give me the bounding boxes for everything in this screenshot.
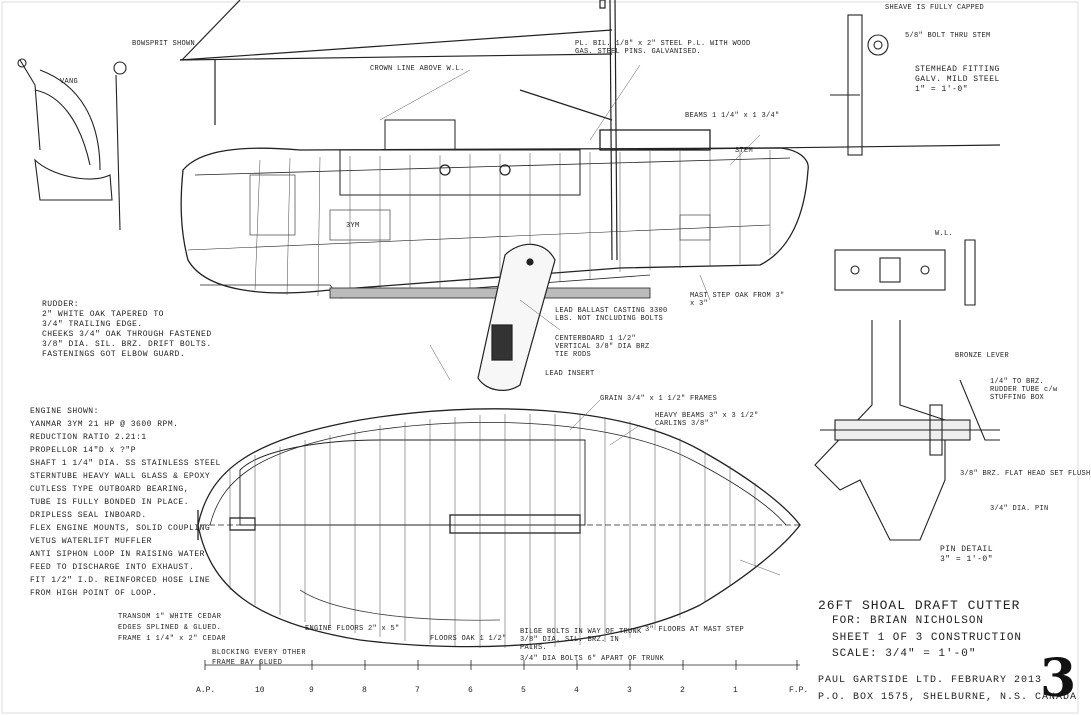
station-label: 4 [574, 686, 579, 695]
label-heavy-beams: HEAVY BEAMS 3" x 3 1/2" CARLINS 3/8" [655, 412, 759, 428]
stemhead-material: GALV. MILD STEEL [915, 75, 1000, 84]
exhaust-note-line: FIT 1/2" I.D. REINFORCED HOSE LINE [30, 576, 211, 585]
engine-note-line: STERNTUBE HEAVY WALL GLASS & EPOXY [30, 472, 211, 481]
mast-and-rig [179, 0, 1001, 261]
rudder-profile [17, 58, 127, 231]
station-label: 1 [733, 686, 738, 695]
engine-note-line: FLEX ENGINE MOUNTS, SOLID COUPLING [30, 524, 211, 533]
label-frames: GRAIN 3/4" x 1 1/2" FRAMES [600, 395, 718, 403]
rudder-note-line: CHEEKS 3/4" OAK THROUGH FASTENED [42, 330, 212, 339]
station-label: 5 [521, 686, 526, 695]
blocking-notes: BLOCKING EVERY OTHER FRAME BAY GLUED [212, 648, 306, 668]
label-floors-mast: 3" FLOORS AT MAST STEP [645, 626, 745, 634]
engine-note-line: TUBE IS FULLY BONDED IN PLACE. [30, 498, 190, 507]
label-steel-plate: PL. BIL. 1/8" x 2" STEEL P.L. WITH WOOD … [575, 40, 751, 56]
label-bronze-lever: BRONZE LEVER [955, 352, 1010, 360]
label-stuffing-box: 1/4" TO BRZ. RUDDER TUBE c/w STUFFING BO… [990, 378, 1058, 402]
label-engine: 3YM [346, 222, 360, 230]
plan-view-hull [197, 408, 801, 648]
designer-firm: PAUL GARTSIDE LTD. FEBRUARY 2013 [818, 675, 1043, 686]
label-deck-beams: BEAMS 1 1/4" x 1 3/4" [685, 112, 780, 120]
engine-note-line: DRIPLESS SEAL INBOARD. [30, 511, 147, 520]
rudder-note-line: 3/4" TRAILING EDGE. [42, 320, 143, 329]
sheet-description: SHEET 1 OF 3 CONSTRUCTION [832, 632, 1023, 644]
label-bolt-note: 3/8" BRZ. FLAT HEAD SET FLUSH [960, 470, 1091, 478]
station-label: 6 [468, 686, 473, 695]
plan-view-frames [229, 414, 756, 648]
centerboard [477, 243, 556, 391]
engine-note-line: CUTLESS TYPE OUTBOARD BEARING, [30, 485, 190, 494]
transom-note-line: FRAME 1 1/4" x 2" CEDAR [118, 635, 227, 643]
blocking-note-line: BLOCKING EVERY OTHER [212, 649, 307, 657]
label-lead-ballast: LEAD BALLAST CASTING 3300 LBS. NOT INCLU… [555, 307, 668, 323]
rudder-tube-detail [814, 320, 1000, 541]
engine-note-line: SHAFT 1 1/4" DIA. SS STAINLESS STEEL [30, 459, 221, 468]
label-mast-step: MAST STEP OAK FROM 3" x 3" [690, 292, 785, 308]
stemhead-scale: 1" = 1'-0" [915, 85, 969, 94]
exhaust-note-line: FROM HIGH POINT OF LOOP. [30, 589, 158, 598]
station-label: 7 [415, 686, 420, 695]
engine-note-line: PROPELLOR 14"D x ?"P [30, 446, 137, 455]
engine-note-line: ENGINE SHOWN: [30, 407, 99, 416]
label-lead-insert: LEAD INSERT [545, 370, 595, 378]
label-crown-line: CROWN LINE ABOVE W.L. [370, 65, 465, 73]
designer-address: P.O. BOX 1575, SHELBURNE, N.S. CANADA [818, 692, 1078, 703]
rudder-note-line: 2" WHITE OAK TAPERED TO [42, 310, 164, 319]
station-label: 10 [255, 686, 265, 695]
blocking-note-line: FRAME BAY GLUED [212, 659, 283, 667]
engine-note-line: YANMAR 3YM 21 HP @ 3600 RPM. [30, 420, 179, 429]
label-centerboard: CENTERBOARD 1 1/2" VERTICAL 3/8" DIA BRZ… [555, 335, 650, 359]
label-stem: STEM [735, 147, 754, 155]
exhaust-notes: VETUS WATERLIFT MUFFLER ANTI SIPHON LOOP… [30, 535, 210, 600]
label-waterline: W.L. [935, 230, 954, 238]
transom-note-line: TRANSOM 1" WHITE CEDAR [118, 613, 222, 621]
rudder-note-line: FASTENINGS GOT ELBOW GUARD. [42, 350, 186, 359]
pin-detail-scale: 3" = 1'-0" [940, 555, 994, 564]
engine-notes: ENGINE SHOWN: YANMAR 3YM 21 HP @ 3600 RP… [30, 405, 221, 535]
profile-frames [254, 150, 771, 297]
drawing-title: 26FT SHOAL DRAFT CUTTER [818, 598, 1021, 613]
pin-detail-title: PIN DETAIL [940, 545, 994, 554]
rudder-note-line: 3/8" DIA. SIL. BRZ. DRIFT BOLTS. [42, 340, 212, 349]
label-engine-floors: ENGINE FLOORS 2" x 5" [305, 625, 400, 633]
station-label: F.P. [789, 686, 809, 695]
station-label: 9 [309, 686, 314, 695]
transom-note-line: EDGES SPLINED & GLUED. [118, 624, 222, 632]
exhaust-note-line: ANTI SIPHON LOOP IN RAISING WATER [30, 550, 205, 559]
stemhead-detail [830, 14, 976, 306]
client-name: FOR: BRIAN NICHOLSON [832, 615, 985, 627]
station-ticks [204, 660, 800, 670]
exhaust-note-line: VETUS WATERLIFT MUFFLER [30, 537, 152, 546]
label-floors-oak: FLOORS OAK 1 1/2" [430, 635, 507, 643]
rudder-note-line: RUDDER: [42, 300, 80, 309]
label-bilge-bolts: BILGE BOLTS IN WAY OF TRUNK 3/8" DIA. SI… [520, 628, 642, 652]
profile-hull [180, 119, 809, 299]
transom-notes: TRANSOM 1" WHITE CEDAR EDGES SPLINED & G… [118, 612, 226, 645]
engine-note-line: REDUCTION RATIO 2.21:1 [30, 433, 147, 442]
label-sheave: SHEAVE IS FULLY CAPPED [885, 4, 985, 12]
label-trunk: 3/4" DIA BOLTS 6" APART OF TRUNK [520, 655, 665, 663]
station-label: 8 [362, 686, 367, 695]
stemhead-caption: STEMHEAD FITTING GALV. MILD STEEL 1" = 1… [915, 65, 1000, 95]
leader-lines [379, 64, 781, 576]
drawing-scale: SCALE: 3/4" = 1'-0" [832, 648, 977, 660]
pin-detail-caption: PIN DETAIL 3" = 1'-0" [940, 545, 993, 565]
station-label: A.P. [196, 686, 216, 695]
label-bowsprit: BOWSPRIT SHOWN [132, 40, 196, 48]
station-label: 3 [627, 686, 632, 695]
sheet-number: 3 [1040, 648, 1077, 709]
label-stem-bolt: 5/8" BOLT THRU STEM [905, 32, 991, 40]
label-pin-hole: 3/4" DIA. PIN [990, 505, 1049, 513]
exhaust-note-line: FEED TO DISCHARGE INTO EXHAUST. [30, 563, 195, 572]
station-label: 2 [680, 686, 685, 695]
rudder-notes: RUDDER: 2" WHITE OAK TAPERED TO 3/4" TRA… [42, 300, 212, 360]
label-vang: VANG [60, 78, 79, 86]
stemhead-title: STEMHEAD FITTING [915, 65, 1000, 74]
ballast-keel [329, 287, 651, 299]
